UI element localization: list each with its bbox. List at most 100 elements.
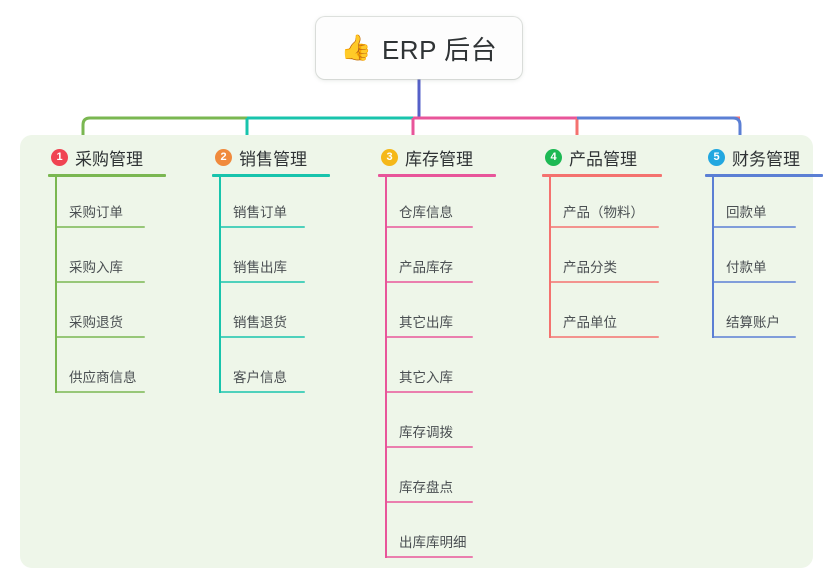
branch-item-underline <box>219 226 305 228</box>
branch-item-underline <box>385 446 473 448</box>
branch-item-label: 产品单位 <box>563 315 617 330</box>
branch-item-label: 回款单 <box>726 205 767 220</box>
branch-item[interactable]: 销售订单 <box>197 177 347 232</box>
branch-item-list: 产品（物料） 产品分类产品单位 <box>527 177 687 342</box>
branch-number-badge: 2 <box>215 148 232 166</box>
branch-title: 销售管理 <box>239 149 307 169</box>
branch-header[interactable]: 5 财务管理 <box>690 144 820 170</box>
branch-item[interactable]: 采购订单 <box>33 177 183 232</box>
branch-panel <box>20 135 813 568</box>
branch-spine <box>55 177 57 393</box>
branch-item[interactable]: 结算账户 <box>690 287 820 342</box>
branch-item-underline <box>55 336 145 338</box>
branch-item[interactable]: 供应商信息 <box>33 342 183 397</box>
branch-item-label: 销售退货 <box>233 315 287 330</box>
branch-spine <box>219 177 221 393</box>
branch-number-badge: 3 <box>381 148 398 166</box>
branch-item-label: 销售订单 <box>233 205 287 220</box>
branch-spine <box>712 177 714 338</box>
branch-item-underline <box>55 281 145 283</box>
branch-item[interactable]: 采购入库 <box>33 232 183 287</box>
branch-underline <box>48 174 166 177</box>
branch-number-badge: 4 <box>545 148 562 166</box>
branch-item[interactable]: 出库库明细 <box>363 507 513 562</box>
branch-item-label: 结算账户 <box>726 315 780 330</box>
branch-item-underline <box>385 501 473 503</box>
branch-title: 采购管理 <box>75 149 143 169</box>
branch-item[interactable]: 产品（物料） <box>527 177 687 232</box>
branch-item-underline <box>385 556 473 558</box>
branch-item-underline <box>712 281 796 283</box>
branch-underline <box>378 174 496 177</box>
branch-item[interactable]: 产品库存 <box>363 232 513 287</box>
branch-number-badge: 1 <box>51 148 68 166</box>
branch-item[interactable]: 库存调拨 <box>363 397 513 452</box>
branch-item[interactable]: 回款单 <box>690 177 820 232</box>
branch-item-label: 其它入库 <box>399 370 453 385</box>
branch-item-underline <box>385 281 473 283</box>
branch-item[interactable]: 库存盘点 <box>363 452 513 507</box>
branch-item-underline <box>712 336 796 338</box>
branch-item-label: 付款单 <box>726 260 767 275</box>
branch-item-list: 销售订单销售出库销售退货客户信息 <box>197 177 347 397</box>
branch-title: 库存管理 <box>405 149 473 169</box>
root-node-content: 👍 ERP 后台 <box>341 30 497 67</box>
branch-underline <box>705 174 823 177</box>
branch-item-label: 产品库存 <box>399 260 453 275</box>
branch-item-underline <box>712 226 796 228</box>
branch-item-underline <box>549 336 659 338</box>
branch-header[interactable]: 1 采购管理 <box>33 144 183 170</box>
branch-item[interactable]: 销售退货 <box>197 287 347 342</box>
branch-spine <box>549 177 551 338</box>
branch-item-underline <box>549 226 659 228</box>
branch-item-label: 采购入库 <box>69 260 123 275</box>
branch-item-label: 库存盘点 <box>399 480 453 495</box>
branch-item-label: 采购退货 <box>69 315 123 330</box>
branch-item[interactable]: 仓库信息 <box>363 177 513 232</box>
branch-column: 5 财务管理回款单付款单结算账户 <box>690 144 823 342</box>
branch-column: 2 销售管理销售订单销售出库销售退货客户信息 <box>197 144 347 397</box>
branch-item-underline <box>385 391 473 393</box>
thumbs-up-icon: 👍 <box>340 33 372 62</box>
branch-item[interactable]: 其它出库 <box>363 287 513 342</box>
branch-item-list: 仓库信息产品库存其它出库其它入库库存调拨库存盘点出库库明细 <box>363 177 513 562</box>
branch-item[interactable]: 其它入库 <box>363 342 513 397</box>
root-node-title: ERP 后台 <box>381 34 498 65</box>
branch-item[interactable]: 付款单 <box>690 232 820 287</box>
branch-number-badge: 5 <box>708 148 725 166</box>
branch-item[interactable]: 采购退货 <box>33 287 183 342</box>
branch-item-list: 回款单付款单结算账户 <box>690 177 820 342</box>
branch-column: 4 产品管理产品（物料） 产品分类产品单位 <box>527 144 687 342</box>
branch-item-label: 仓库信息 <box>399 205 453 220</box>
branch-item-label: 其它出库 <box>399 315 453 330</box>
branch-header[interactable]: 2 销售管理 <box>197 144 347 170</box>
branch-underline <box>212 174 330 177</box>
branch-item-underline <box>385 226 473 228</box>
branch-item-underline <box>549 281 659 283</box>
branch-item-label: 库存调拨 <box>399 425 453 440</box>
branch-item-underline <box>219 391 305 393</box>
branch-item[interactable]: 销售出库 <box>197 232 347 287</box>
branch-header[interactable]: 4 产品管理 <box>527 144 687 170</box>
branch-item-underline <box>385 336 473 338</box>
branch-column: 3 库存管理仓库信息产品库存其它出库其它入库库存调拨库存盘点出库库明细 <box>363 144 513 562</box>
branch-item-underline <box>55 226 145 228</box>
branch-item-label: 供应商信息 <box>69 370 137 385</box>
branch-item-label: 产品分类 <box>563 260 617 275</box>
branch-item-label: 产品（物料） <box>563 205 644 220</box>
branch-title: 财务管理 <box>732 149 800 169</box>
branch-item-underline <box>219 336 305 338</box>
branch-header[interactable]: 3 库存管理 <box>363 144 513 170</box>
branch-item-list: 采购订单采购入库采购退货供应商信息 <box>33 177 183 397</box>
branch-column: 1 采购管理采购订单采购入库采购退货供应商信息 <box>33 144 183 397</box>
branch-underline <box>542 174 662 177</box>
branch-item[interactable]: 客户信息 <box>197 342 347 397</box>
branch-item[interactable]: 产品分类 <box>527 232 687 287</box>
branch-item[interactable]: 产品单位 <box>527 287 687 342</box>
branch-item-label: 销售出库 <box>233 260 287 275</box>
branch-item-underline <box>55 391 145 393</box>
branch-title: 产品管理 <box>569 149 637 169</box>
root-node[interactable]: 👍 ERP 后台 <box>316 17 522 79</box>
branch-spine <box>385 177 387 558</box>
